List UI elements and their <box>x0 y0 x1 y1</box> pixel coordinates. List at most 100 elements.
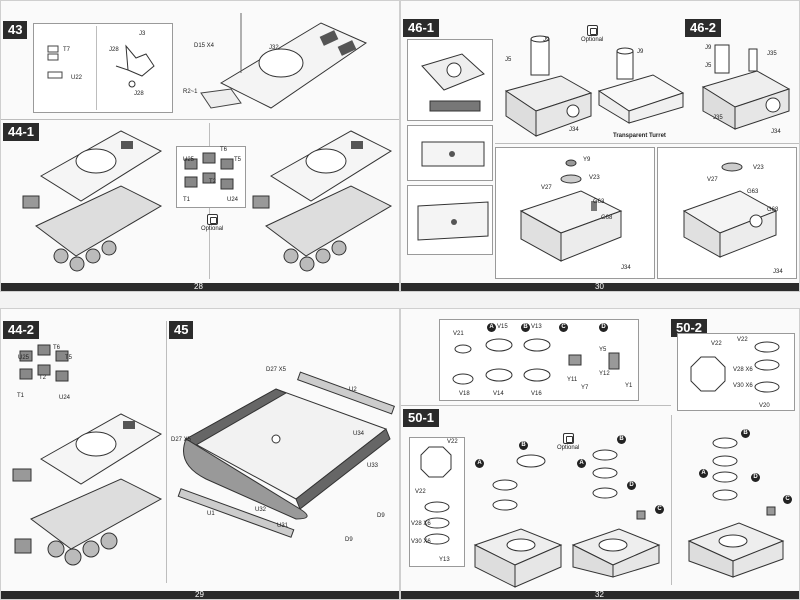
part-label: U33 <box>367 463 379 469</box>
part-label: G63 <box>593 199 605 205</box>
step-46-1-sub-box-3 <box>407 185 493 255</box>
part-label: V28 X6 <box>411 521 431 527</box>
part-label: U25 <box>18 355 30 361</box>
turret-shell-drawing <box>504 35 593 137</box>
part-label: Y13 <box>439 557 450 563</box>
optional-label: Optional <box>201 226 224 232</box>
track-link-drawing <box>47 45 63 79</box>
hull-assembly-44-2-drawing <box>12 413 163 566</box>
part-label: V20 <box>759 403 770 409</box>
transparent-turret-drawing <box>597 47 685 124</box>
part-label: Y5 <box>599 347 607 353</box>
part-label: V16 <box>531 391 542 397</box>
section-divider <box>495 143 799 144</box>
part-label: U32 <box>255 507 267 513</box>
step-44-2-header: 44-2 <box>3 321 40 339</box>
part-label: G68 <box>767 207 779 213</box>
part-label: V27 <box>707 177 718 183</box>
part-label: Y9 <box>583 157 591 163</box>
sub-assembly-badge-b: B <box>741 429 750 438</box>
part-label: J34 <box>771 129 781 135</box>
step-50-2-header: 50-2 <box>671 319 708 337</box>
part-label: V14 <box>493 391 504 397</box>
part-label: V23 <box>753 165 764 171</box>
ring-stack-50-2-drawing <box>690 341 780 393</box>
track-links-drawing <box>19 344 69 382</box>
step-45-header: 45 <box>169 321 194 339</box>
part-label: V30 X6 <box>733 383 753 389</box>
hull-assembly-left-drawing <box>22 130 163 272</box>
part-label: D27 X5 <box>171 437 192 443</box>
part-label: V22 <box>737 337 748 343</box>
part-label: J34 <box>773 269 783 275</box>
part-label: D15 X4 <box>194 43 215 49</box>
part-label: U24 <box>59 395 71 401</box>
page-29: 44-2 45 T6 U25 T5 T2 T1 U24 <box>0 308 400 600</box>
part-label: V18 <box>459 391 470 397</box>
part-label: Y1 <box>625 383 633 389</box>
part-label: T5 <box>65 355 73 361</box>
part-label: T6 <box>53 345 61 351</box>
turret-interior-47-1-drawing <box>519 159 623 262</box>
part-label: D9 <box>377 513 385 519</box>
part-label: J9 <box>637 49 644 55</box>
part-label: J35 <box>767 51 777 57</box>
optional-marker: Optional <box>581 25 603 43</box>
section-divider <box>1 119 399 120</box>
step-50-parts-box <box>439 319 639 401</box>
sub-assembly-badge-a: A <box>699 469 708 478</box>
page-footer-bar <box>1 283 399 291</box>
part-label: T2 <box>209 179 217 185</box>
part-label: T2 <box>39 375 47 381</box>
plate-detail-drawing <box>421 141 485 167</box>
part-label: U22 <box>71 75 83 81</box>
sub-assembly-badge-b: B <box>519 441 528 450</box>
section-divider <box>166 321 167 583</box>
page-28: 43 T7 U22 J3 J28 J28 D15 X4 J32 R2~1 <box>0 0 400 292</box>
part-label: V13 <box>531 324 542 330</box>
turret-with-rings-2-drawing <box>571 449 661 578</box>
sub-assembly-badge-a: A <box>487 323 496 332</box>
part-label: R2~1 <box>183 89 198 95</box>
turret-with-rings-1-drawing <box>473 454 563 588</box>
section-divider <box>671 415 672 585</box>
optional-icon <box>562 433 574 444</box>
turret-interior-47-2-drawing <box>682 162 778 258</box>
sub-assembly-badge-c: C <box>559 323 568 332</box>
optional-icon <box>206 214 218 225</box>
part-label: U25 <box>183 157 195 163</box>
part-label: Y7 <box>581 385 589 391</box>
part-label: J28 <box>109 47 119 53</box>
track-links-drawing <box>184 152 234 190</box>
step-43-header: 43 <box>3 21 28 39</box>
plate-detail-drawing <box>417 201 489 241</box>
sub-assembly-badge-a: A <box>577 459 586 468</box>
page-number: 29 <box>195 590 204 599</box>
optional-marker: Optional <box>557 433 579 451</box>
page-number: 32 <box>595 590 604 599</box>
turret-plate-drawing <box>421 53 485 112</box>
part-label: U34 <box>353 431 365 437</box>
part-label: J34 <box>569 127 579 133</box>
part-label: T1 <box>183 197 191 203</box>
part-label: T1 <box>17 393 25 399</box>
step-43-parts-box <box>33 23 173 113</box>
part-label: J32 <box>269 45 279 51</box>
page-footer-bar <box>401 591 799 599</box>
part-label: G63 <box>747 189 759 195</box>
ring-stack-50-1-drawing <box>420 446 452 545</box>
part-label: J3 <box>139 31 146 37</box>
part-label: Y12 <box>599 371 610 377</box>
optional-marker: Optional <box>201 214 223 232</box>
part-label: V21 <box>453 331 464 337</box>
page-30: 46-1 46-2 47-1 47-2 <box>400 0 800 292</box>
part-label: V22 <box>415 489 426 495</box>
turret-final-50-2-drawing <box>687 437 785 578</box>
hull-with-tracks-drawing <box>177 371 395 538</box>
page-number: 30 <box>595 282 604 291</box>
part-label: T5 <box>234 157 242 163</box>
step-46-1-header: 46-1 <box>403 19 440 37</box>
page-number: 28 <box>194 282 203 291</box>
part-label: D27 X5 <box>266 367 287 373</box>
